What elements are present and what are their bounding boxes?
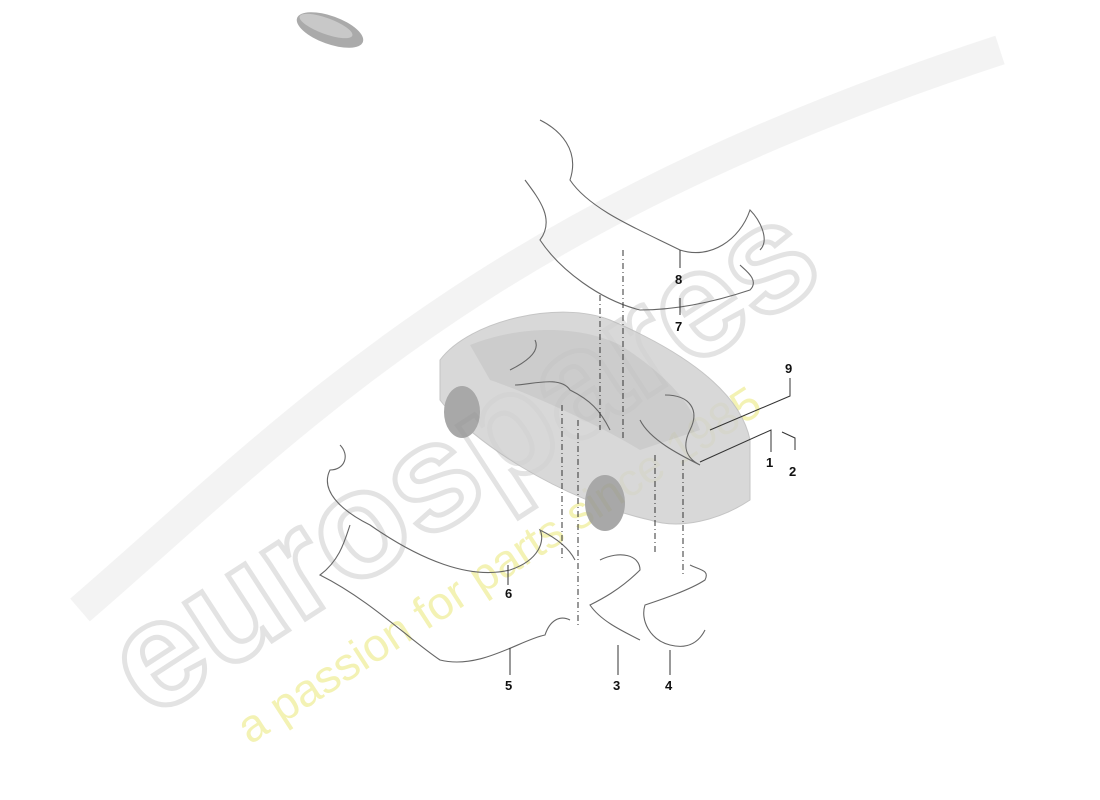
callout-1[interactable]: 1	[766, 455, 773, 470]
vehicle-thumbnail-icon[interactable]	[292, 5, 367, 55]
callout-4[interactable]: 4	[665, 678, 673, 693]
wheel-front-icon	[444, 386, 480, 438]
leader-lines	[507, 250, 796, 675]
vehicle-body	[439, 311, 751, 531]
wiring-harnesses	[318, 119, 765, 663]
callout-8[interactable]: 8	[675, 272, 682, 287]
watermark-swoosh	[70, 35, 1005, 622]
connector-lines	[561, 250, 684, 625]
callout-3[interactable]: 3	[613, 678, 620, 693]
callout-9[interactable]: 9	[785, 361, 792, 376]
callout-6[interactable]: 6	[505, 586, 512, 601]
callout-5[interactable]: 5	[505, 678, 512, 693]
callout-7[interactable]: 7	[675, 319, 682, 334]
callout-2[interactable]: 2	[789, 464, 796, 479]
wheel-rear-icon	[585, 475, 625, 531]
